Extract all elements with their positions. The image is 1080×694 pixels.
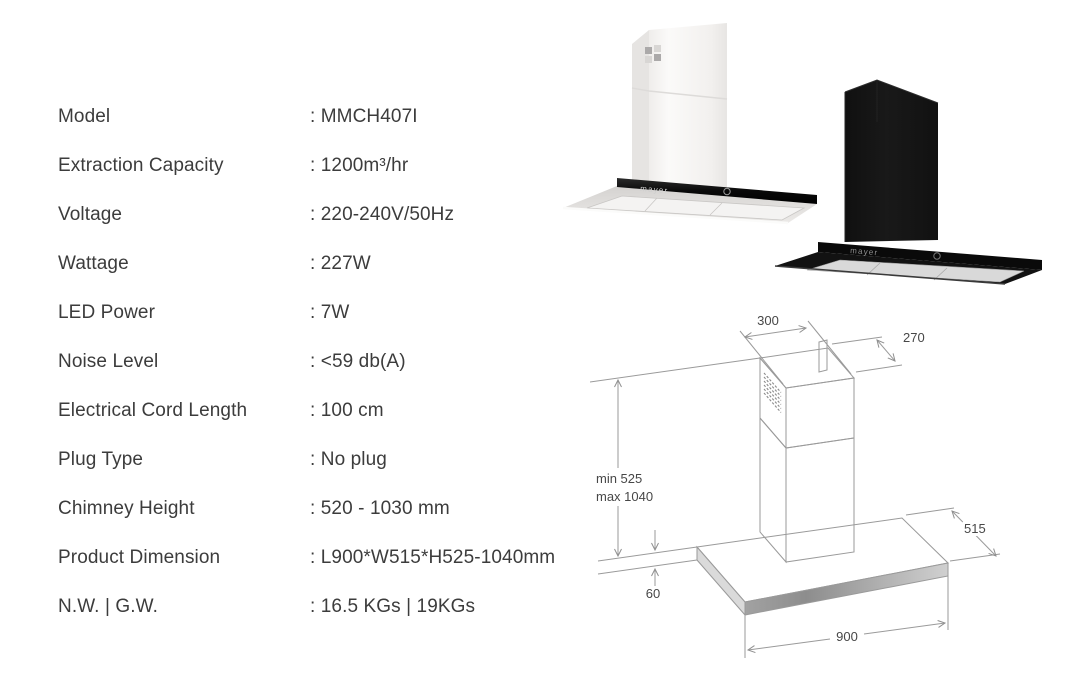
spec-value: : 16.5 KGs | 19KGs xyxy=(310,596,476,617)
product-photo-white-variant: mayer xyxy=(562,23,817,225)
spec-value: : 220-240V/50Hz xyxy=(310,204,455,225)
dim-body-height: 60 xyxy=(646,530,660,601)
spec-value: : 7W xyxy=(310,302,350,323)
dim-label-60: 60 xyxy=(646,586,660,601)
black-hood-base: mayer xyxy=(774,242,1042,285)
vent-grille xyxy=(763,372,782,413)
spec-row-led-power: LED Power : 7W xyxy=(58,302,555,324)
ext-line-base-bottom xyxy=(597,559,698,575)
control-knob-icon xyxy=(723,187,731,196)
white-hood-base: mayer xyxy=(562,178,817,225)
spec-label: Model xyxy=(58,106,111,127)
spec-value: : 520 - 1030 mm xyxy=(310,498,450,519)
spec-label: Product Dimension xyxy=(58,547,221,568)
filter-panels xyxy=(586,195,806,221)
spec-value: : L900*W515*H525-1040mm xyxy=(310,547,556,568)
dimension-drawing: 300 270 min 525 max 1040 60 515 xyxy=(590,313,1001,658)
spec-label: Noise Level xyxy=(58,351,159,372)
spec-value: : <59 db(A) xyxy=(310,351,406,372)
spec-value: : MMCH407I xyxy=(310,106,418,127)
spec-label: LED Power xyxy=(58,302,155,323)
spec-label: Extraction Capacity xyxy=(58,155,224,176)
spec-label: N.W. | G.W. xyxy=(58,596,158,617)
dim-chimney-height: min 525 max 1040 xyxy=(596,378,653,558)
spec-value: : 227W xyxy=(310,253,371,274)
spec-label: Voltage xyxy=(58,204,123,225)
spec-row-wattage: Wattage : 227W xyxy=(58,253,555,275)
brand-logo: mayer xyxy=(850,246,879,257)
spec-row-chimney-height: Chimney Height : 520 - 1030 mm xyxy=(58,498,555,520)
spec-row-voltage: Voltage : 220-240V/50Hz xyxy=(58,204,555,226)
product-photo-black-variant: mayer xyxy=(774,79,1042,285)
brand-logo: mayer xyxy=(640,184,669,195)
ext-line-top-level xyxy=(590,357,761,383)
spec-row-weight: N.W. | G.W. : 16.5 KGs | 19KGs xyxy=(58,596,555,618)
control-panel xyxy=(617,178,817,204)
spec-label: Wattage xyxy=(58,253,129,274)
spec-label: Chimney Height xyxy=(58,498,195,519)
upper-duct xyxy=(759,339,855,450)
spec-label: Electrical Cord Length xyxy=(58,400,248,421)
mounting-flange xyxy=(818,339,828,373)
dim-base-width: 900 xyxy=(744,572,949,658)
spec-row-plug-type: Plug Type : No plug xyxy=(58,449,555,471)
spec-value: : 1200m³/hr xyxy=(310,155,409,176)
spec-table: Model : MMCH407I Extraction Capacity : 1… xyxy=(58,106,555,618)
spec-row-product-dimension: Product Dimension : L900*W515*H525-1040m… xyxy=(58,547,555,569)
spec-row-model: Model : MMCH407I xyxy=(58,106,555,128)
dim-label-900: 900 xyxy=(836,629,858,644)
vent-cutouts xyxy=(645,45,661,63)
dim-label-515: 515 xyxy=(964,521,986,536)
dim-top-width: 300 xyxy=(739,313,852,385)
dim-label-min-height: min 525 xyxy=(596,471,642,486)
dim-label-300: 300 xyxy=(757,313,779,328)
ext-line-base-top xyxy=(597,546,698,562)
spec-row-noise-level: Noise Level : <59 db(A) xyxy=(58,351,555,373)
dim-top-depth: 270 xyxy=(831,330,925,373)
base-slab xyxy=(696,517,950,617)
dim-base-depth: 515 xyxy=(905,507,1001,562)
spec-row-cord-length: Electrical Cord Length : 100 cm xyxy=(58,400,555,422)
spec-value: : No plug xyxy=(310,449,387,470)
dim-label-270: 270 xyxy=(903,330,925,345)
white-hood-chimney xyxy=(631,23,728,192)
spec-label: Plug Type xyxy=(58,449,144,470)
spec-value: : 100 cm xyxy=(310,400,384,421)
control-panel xyxy=(818,242,1042,270)
control-knob-icon xyxy=(933,252,941,260)
spec-row-extraction-capacity: Extraction Capacity : 1200m³/hr xyxy=(58,155,555,177)
black-hood-chimney xyxy=(844,79,939,242)
dim-label-max-height: max 1040 xyxy=(596,489,653,504)
